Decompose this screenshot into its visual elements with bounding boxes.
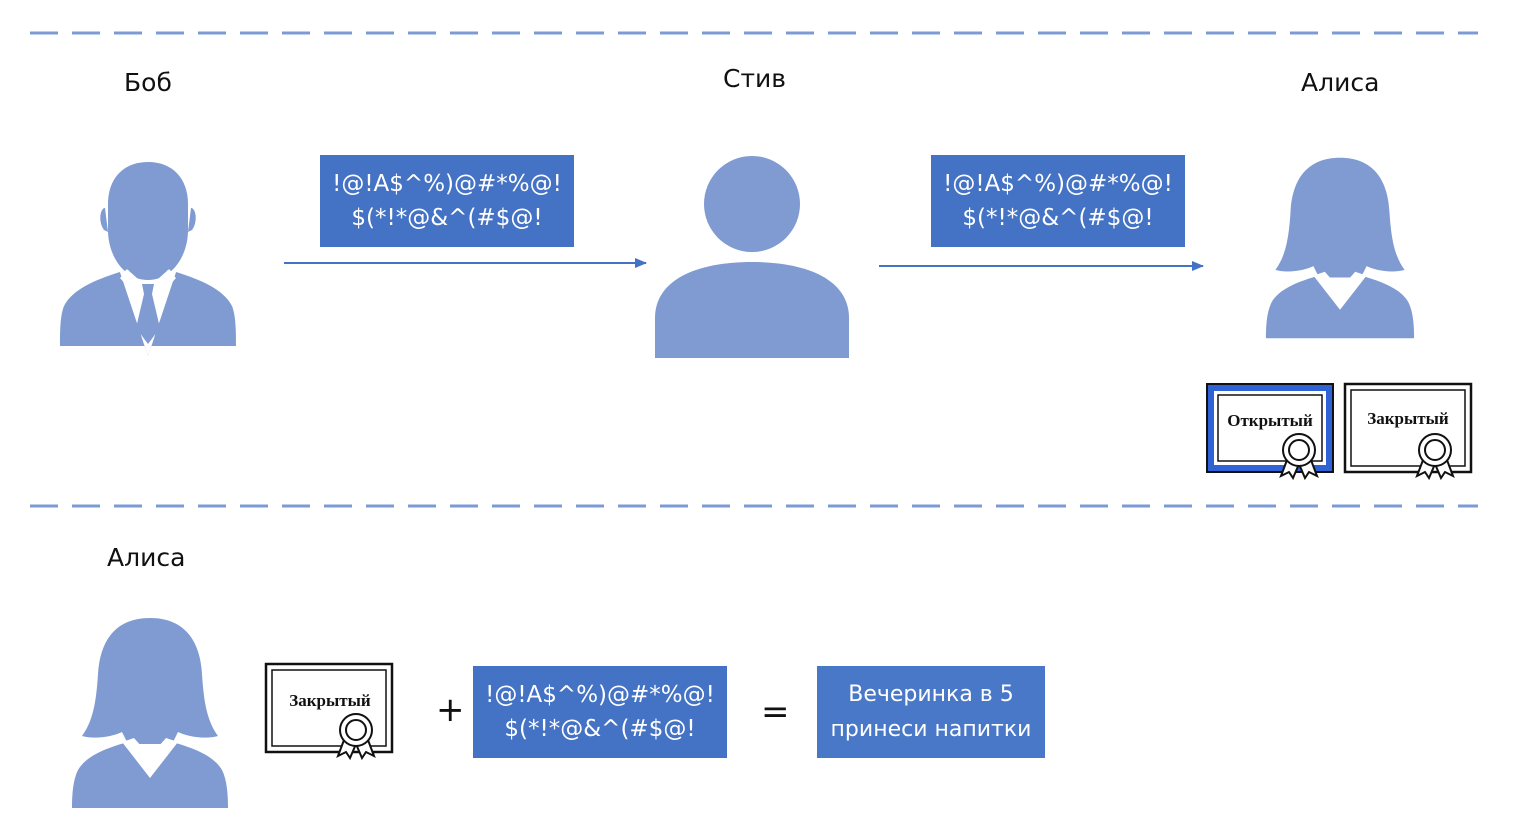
plus-operator: +	[436, 690, 465, 730]
private-certificate-icon	[1343, 382, 1473, 479]
ciphertext-line-1: !@!A$^%)@#*%@!	[332, 171, 562, 197]
ciphertext-box-3: !@!A$^%)@#*%@! $(*!*@&^(#$@!	[473, 666, 727, 758]
steve-generic-person-icon	[655, 156, 849, 358]
equals-operator: =	[761, 692, 790, 732]
plaintext-line-1: Вечеринка в 5	[848, 682, 1014, 707]
ciphertext-line-2: $(*!*@&^(#$@!	[351, 205, 543, 231]
bob-label: Боб	[124, 68, 172, 97]
public-certificate-label: Открытый	[1227, 411, 1313, 430]
alice-top-label: Алиса	[1301, 68, 1380, 97]
bob-man-in-suit-icon	[60, 162, 236, 356]
plaintext-box: Вечеринка в 5 принеси напитки	[817, 666, 1045, 758]
ciphertext-box-1: !@!A$^%)@#*%@! $(*!*@&^(#$@!	[320, 155, 574, 247]
ciphertext-line-2: $(*!*@&^(#$@!	[504, 716, 696, 742]
alice-top-woman-icon	[1265, 157, 1415, 339]
ciphertext-box-2: !@!A$^%)@#*%@! $(*!*@&^(#$@!	[931, 155, 1185, 247]
plaintext-line-2: принеси напитки	[830, 717, 1032, 742]
alice-bottom-woman-icon	[72, 618, 228, 808]
ciphertext-line-2: $(*!*@&^(#$@!	[962, 205, 1154, 231]
ciphertext-line-1: !@!A$^%)@#*%@!	[943, 171, 1173, 197]
public-certificate-icon	[1206, 383, 1334, 479]
private-certificate-bottom-label: Закрытый	[289, 691, 371, 710]
private-certificate-label: Закрытый	[1367, 409, 1449, 428]
private-certificate-bottom-icon	[264, 662, 394, 759]
ciphertext-line-1: !@!A$^%)@#*%@!	[485, 682, 715, 708]
steve-label: Стив	[723, 64, 787, 93]
alice-bottom-label: Алиса	[107, 543, 186, 572]
